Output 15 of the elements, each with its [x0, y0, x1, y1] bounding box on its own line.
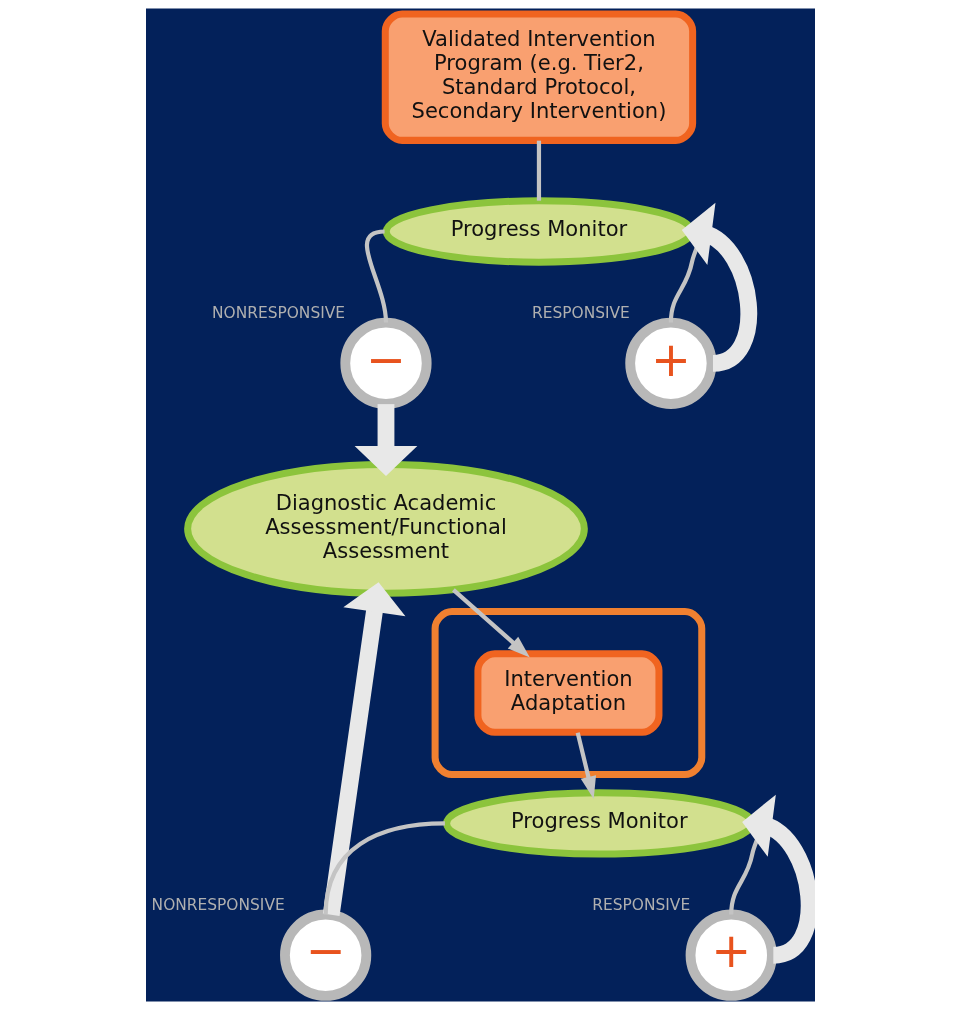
- arrow: [742, 794, 815, 964]
- arrow: [322, 582, 406, 916]
- arrow: [575, 732, 597, 799]
- connector: [323, 821, 445, 915]
- node-circle: −: [340, 317, 432, 409]
- node-box: Intervention Adaptation: [474, 650, 663, 736]
- node-circle: +: [685, 909, 777, 1001]
- arrow: [681, 202, 757, 372]
- node-box: Validated Intervention Program (e.g. Tier2, Standard Protocol, Secondary Intervention): [381, 10, 697, 144]
- node-circle: +: [625, 317, 717, 409]
- arrow: [452, 588, 530, 658]
- node-ellipse: Diagnostic Academic Assessment/Functional Assessment: [184, 460, 588, 597]
- node-circle: −: [280, 909, 372, 1001]
- connector: [536, 140, 542, 201]
- arrow: [354, 404, 418, 476]
